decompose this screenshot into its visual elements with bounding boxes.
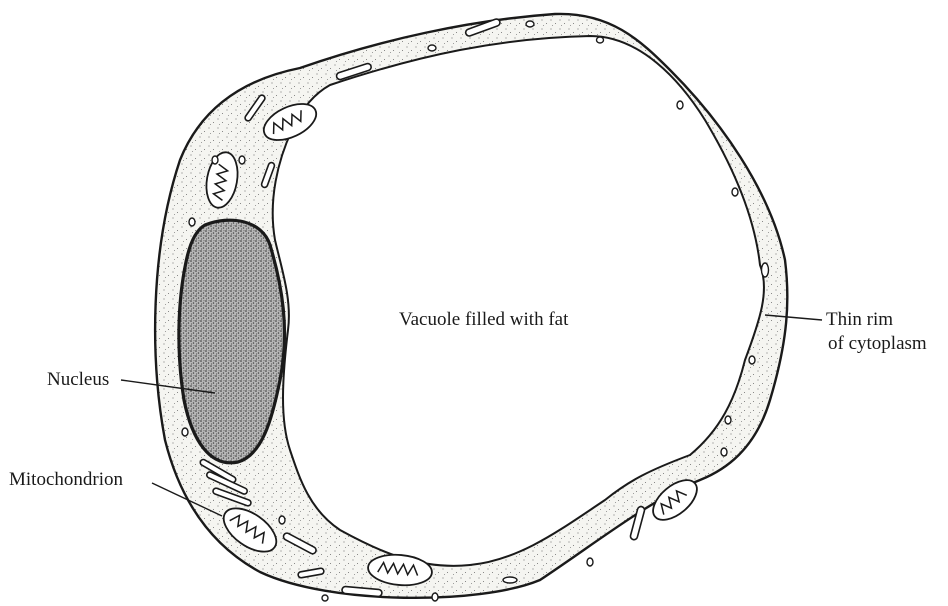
nucleus-shape bbox=[179, 220, 285, 463]
label-vacuole: Vacuole filled with fat bbox=[399, 309, 568, 332]
label-nucleus: Nucleus bbox=[47, 369, 109, 392]
label-rim-line2: of cytoplasm bbox=[828, 333, 927, 356]
label-mitochondrion: Mitochondrion bbox=[9, 469, 123, 492]
label-rim-line1: Thin rim bbox=[826, 309, 893, 332]
